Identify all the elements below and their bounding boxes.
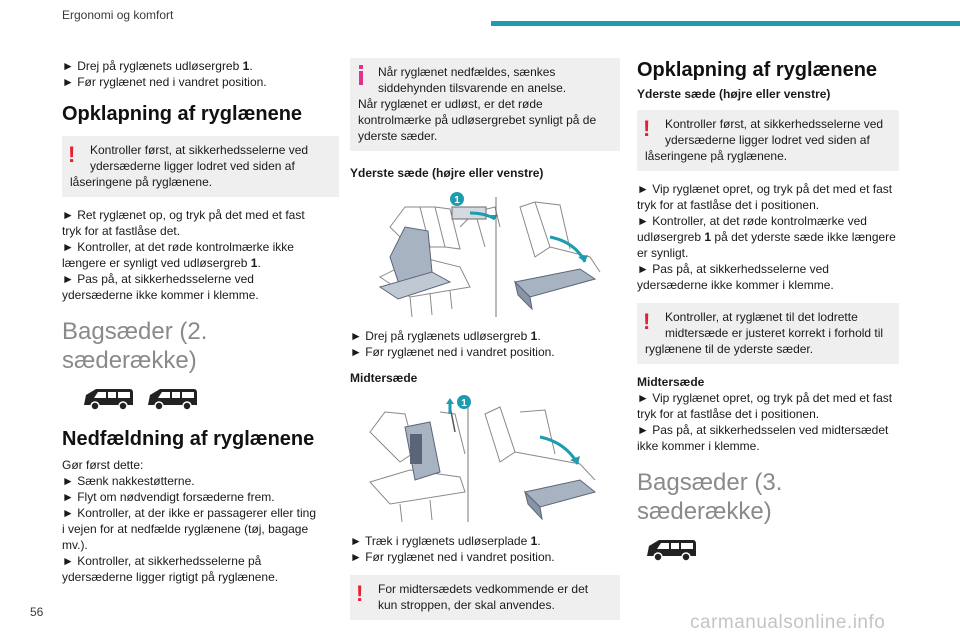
van-long-icon (148, 389, 197, 411)
instruction-list: ► Træk i ryglænets udløserplade 1. ► Før… (350, 534, 555, 564)
instruction-list: ► Vip ryglænet opret, og tryk på det med… (637, 182, 896, 292)
van-icon (84, 389, 133, 411)
heading-nedfaeldning: Nedfældning af ryglænene (62, 428, 315, 450)
column-2: Når ryglænet nedfældes, sænkes siddehynd… (350, 58, 620, 620)
warning-icon: ! (356, 581, 364, 606)
warning-box: ! For midtersædets vedkommende er det ku… (350, 575, 620, 620)
instruction-list: Gør først dette: ► Sænk nakkestøtterne. … (62, 458, 316, 584)
van-long-icon (647, 540, 696, 562)
instruction-list: ► Ret ryglænet op, og tryk på det med et… (62, 208, 305, 302)
seat-fold-illustration: 1 (378, 192, 601, 318)
paragraph: ► Før ryglænet ned i vandret position. (62, 75, 267, 89)
figure-outer-seat: 1 (350, 187, 620, 322)
instruction-list: ► Drej på ryglænets udløsergreb 1. ► Før… (350, 329, 555, 359)
subheading-yderste: Yderste sæde (højre eller venstre) (350, 166, 544, 180)
column-1: ► Drej på ryglænets udløsergreb 1. ► Før… (62, 58, 339, 585)
column-3: Opklapning af ryglænene Yderste sæde (hø… (637, 58, 899, 568)
paragraph: ► Drej på ryglænets udløsergreb 1. (62, 59, 253, 73)
instruction-list: ► Vip ryglænet opret, og tryk på det med… (637, 391, 893, 453)
vehicle-icons (645, 536, 899, 568)
callout-1: 1 (461, 398, 467, 409)
subheading-midter: Midtersæde (350, 371, 418, 385)
subheading-midter: Midtersæde (637, 375, 705, 389)
warning-box: ! Kontroller først, at sikkerhedsselerne… (62, 136, 339, 197)
info-icon (356, 65, 370, 89)
info-box: Når ryglænet nedfældes, sænkes siddehynd… (350, 58, 620, 151)
heading-opklapning: Opklapning af ryglænene (637, 59, 878, 81)
watermark: carmanualsonline.info (690, 612, 886, 633)
page-number: 56 (30, 605, 44, 619)
warning-icon: ! (643, 116, 651, 141)
warning-box: ! Kontroller først, at sikkerhedsselerne… (637, 110, 899, 171)
section-title: Ergonomi og komfort (62, 8, 174, 22)
vehicle-icons (82, 385, 339, 413)
callout-1: 1 (454, 195, 460, 206)
heading-opklapning: Opklapning af ryglænene (62, 103, 303, 125)
seat-fold-illustration-middle: 1 (369, 395, 597, 523)
subheading-yderste: Yderste sæde (højre eller venstre) (637, 87, 831, 101)
chapter-heading-row3: Bagsæder (3. sæderække) (637, 469, 783, 525)
warning-box: ! Kontroller, at ryglænet til det lodret… (637, 303, 899, 364)
chapter-heading-row2: Bagsæder (2. sæderække) (62, 318, 208, 374)
figure-middle-seat: 1 (350, 392, 620, 527)
accent-bar (491, 21, 960, 26)
warning-icon: ! (68, 142, 76, 167)
warning-icon: ! (643, 309, 651, 334)
